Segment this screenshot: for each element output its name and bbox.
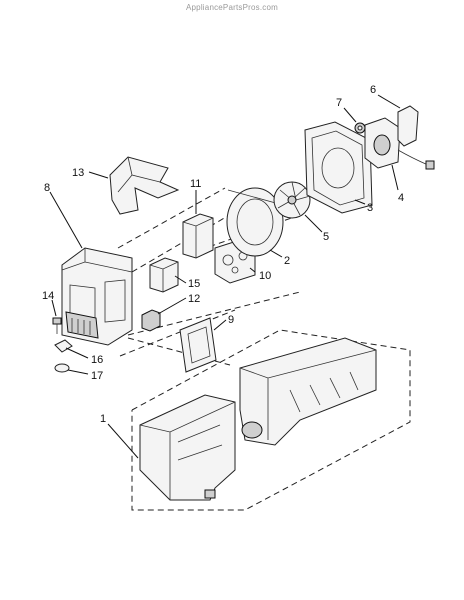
ice-bin-group-outline [131,329,411,511]
callout-4: 4 [398,192,404,204]
callout-9: 9 [228,314,234,326]
callout-12: 12 [188,293,200,305]
callout-2: 2 [284,255,290,267]
part-7-nut[interactable] [354,122,366,134]
part-4-motor[interactable] [364,117,435,170]
part-9-label-plate[interactable] [179,317,217,373]
callout-6: 6 [370,84,376,96]
part-17-washer[interactable] [54,363,70,373]
part-6-motor-bracket[interactable] [397,105,419,147]
leader-lines [49,94,401,459]
callout-17: 17 [91,370,103,382]
watermark: AppliancePartsPros.com [186,3,278,12]
part-15-switch[interactable] [149,257,179,293]
part-12-connector[interactable] [141,309,161,332]
part-11-switch-block[interactable] [182,213,214,259]
callout-labels: 13 8 11 2 5 3 4 6 7 10 15 12 9 14 16 17 … [42,84,404,425]
callout-10: 10 [259,270,271,282]
callout-15: 15 [188,278,200,290]
part-16-bracket[interactable] [54,339,73,353]
part-1-ice-bin-assembly[interactable] [139,337,377,501]
part-5-fan-blade[interactable] [273,181,311,219]
callout-7: 7 [336,97,342,109]
callout-14: 14 [42,290,54,302]
part-3-motor-housing[interactable] [304,121,373,214]
part-13-ice-chute[interactable] [109,156,180,215]
callout-3: 3 [367,202,373,214]
callout-11: 11 [190,178,201,190]
callout-5: 5 [323,231,329,243]
callout-16: 16 [91,354,103,366]
callout-8: 8 [44,182,50,194]
part-8-dispenser-housing[interactable] [61,247,133,346]
callout-1: 1 [100,413,106,425]
callout-13: 13 [72,167,84,179]
part-14-screw[interactable] [52,317,62,334]
